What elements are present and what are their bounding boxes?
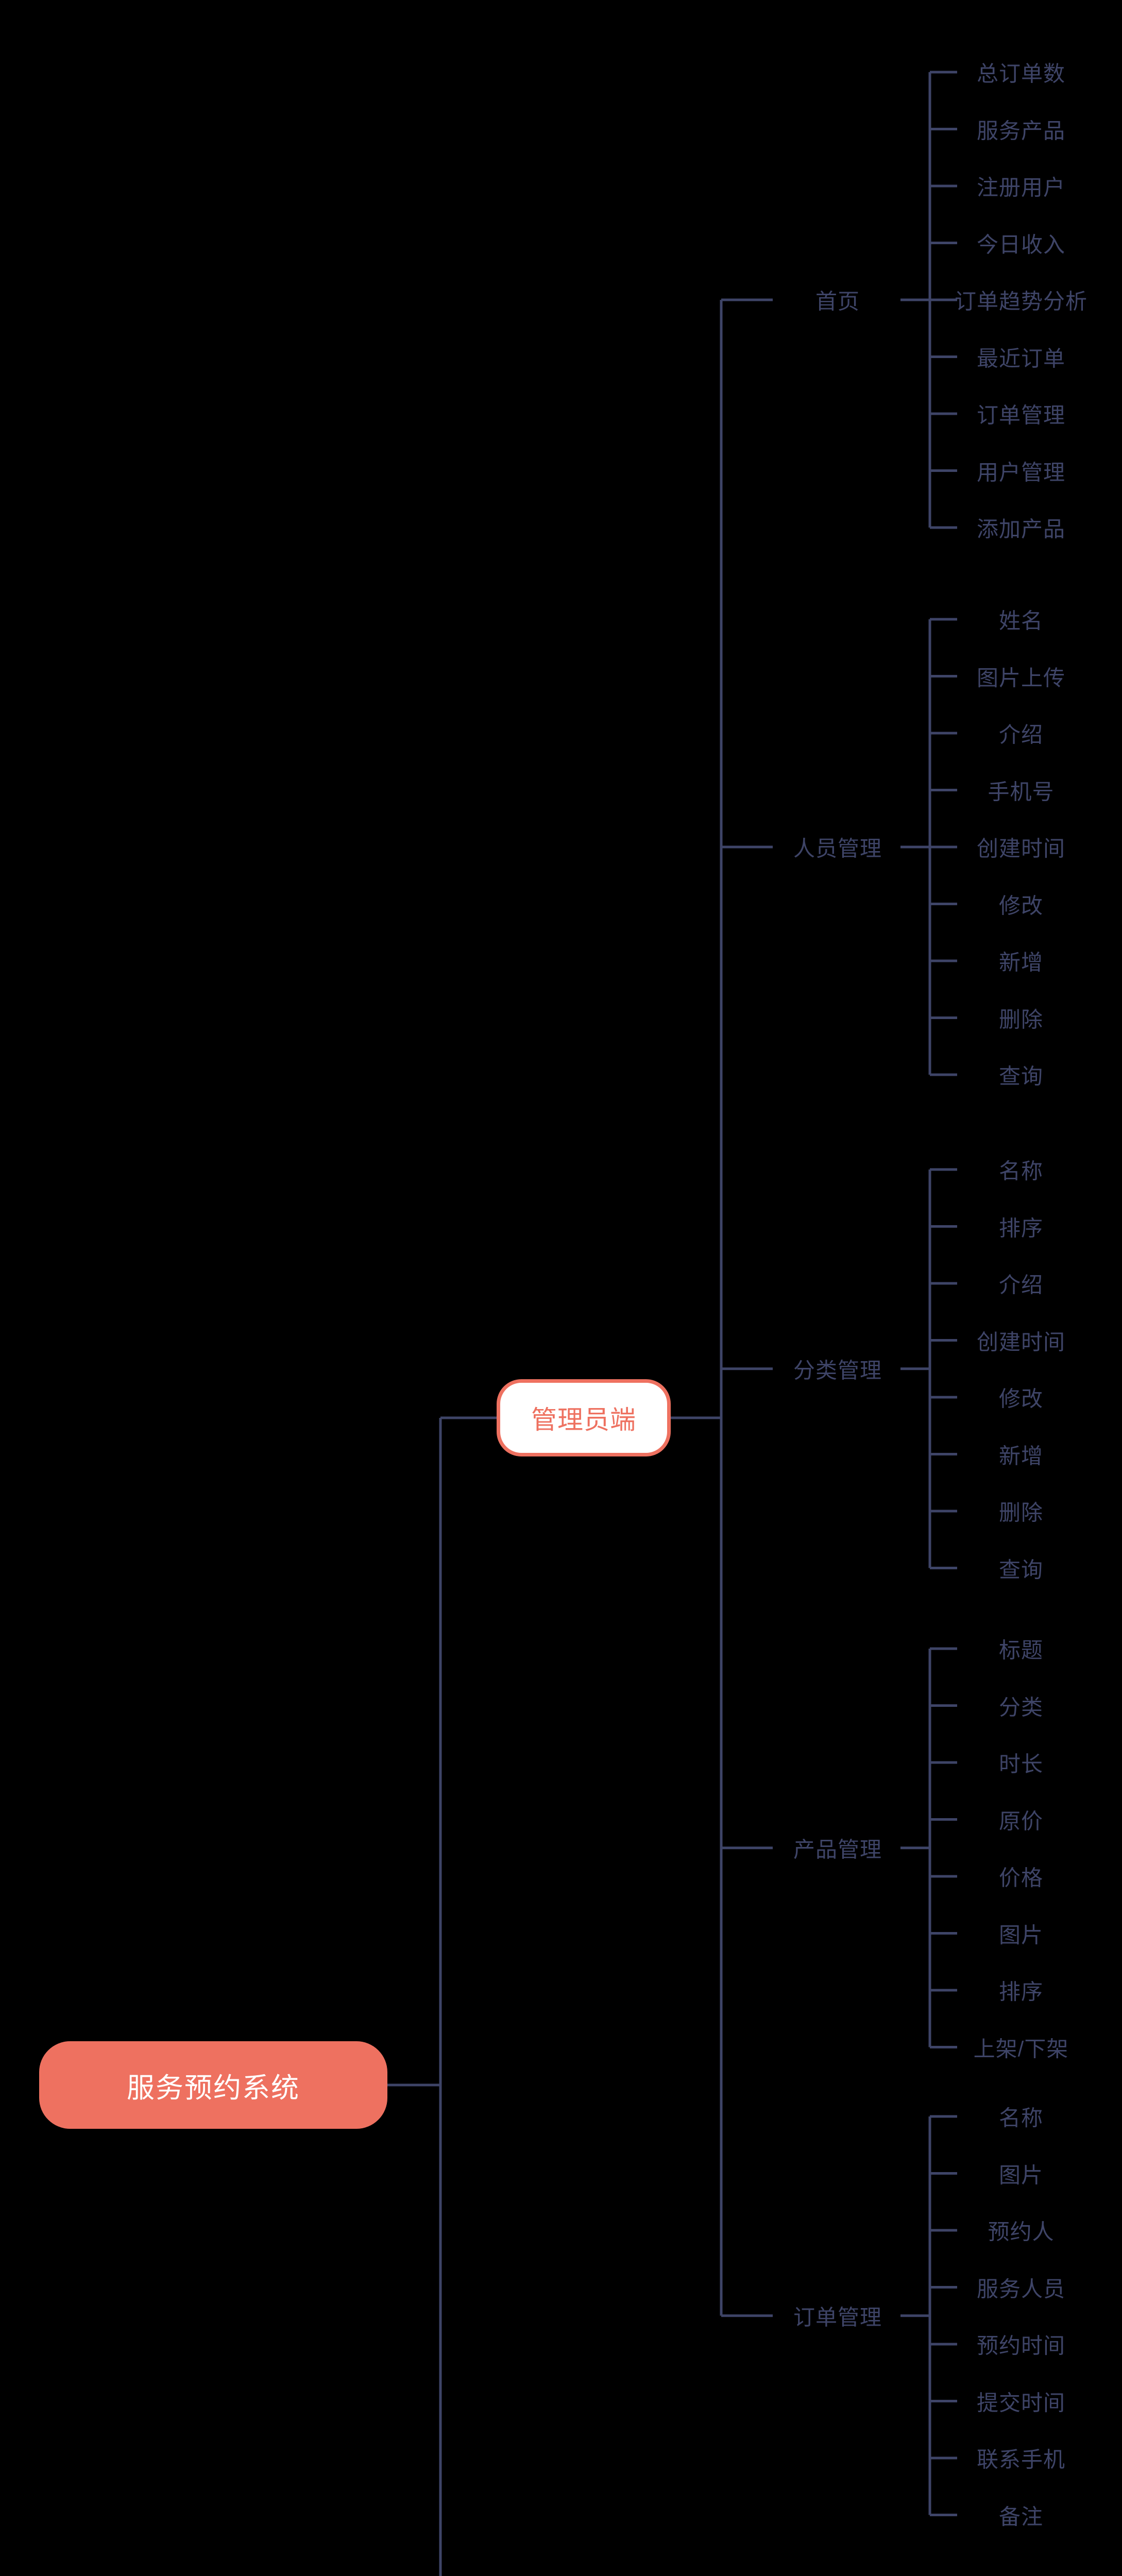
leaf-node[interactable]: 用户管理 bbox=[976, 460, 1066, 484]
leaf-node[interactable]: 修改 bbox=[998, 893, 1044, 918]
leaf-node[interactable]: 预约时间 bbox=[976, 2333, 1066, 2358]
leaf-node[interactable]: 添加产品 bbox=[976, 517, 1066, 541]
leaf-node[interactable]: 查询 bbox=[998, 1064, 1044, 1089]
leaf-node[interactable]: 分类 bbox=[998, 1695, 1044, 1719]
leaf-node[interactable]: 新增 bbox=[998, 950, 1044, 975]
leaf-node[interactable]: 新增 bbox=[998, 1444, 1044, 1468]
leaf-node[interactable]: 备注 bbox=[998, 2504, 1044, 2529]
leaf-node[interactable]: 今日收入 bbox=[976, 232, 1066, 257]
leaf-node[interactable]: 创建时间 bbox=[976, 836, 1066, 861]
leaf-node[interactable]: 查询 bbox=[998, 1557, 1044, 1582]
branch-node[interactable]: 分类管理 bbox=[793, 1358, 882, 1383]
leaf-node[interactable]: 订单管理 bbox=[976, 403, 1066, 428]
leaf-node[interactable]: 服务产品 bbox=[976, 118, 1066, 143]
leaf-node[interactable]: 总订单数 bbox=[976, 61, 1066, 86]
leaf-node[interactable]: 注册用户 bbox=[976, 175, 1066, 200]
leaf-node[interactable]: 价格 bbox=[998, 1866, 1044, 1890]
leaf-node[interactable]: 创建时间 bbox=[976, 1330, 1066, 1354]
leaf-node[interactable]: 名称 bbox=[998, 1159, 1044, 1183]
leaf-node[interactable]: 订单趋势分析 bbox=[954, 289, 1088, 314]
leaf-node[interactable]: 删除 bbox=[998, 1007, 1044, 1031]
leaf-node[interactable]: 时长 bbox=[998, 1752, 1044, 1776]
branch-node[interactable]: 订单管理 bbox=[793, 2305, 882, 2330]
leaf-node[interactable]: 排序 bbox=[998, 1216, 1044, 1240]
leaf-node[interactable]: 图片 bbox=[998, 1923, 1044, 1947]
branch-node[interactable]: 产品管理 bbox=[793, 1837, 882, 1862]
leaf-node[interactable]: 介绍 bbox=[998, 722, 1044, 747]
branch-node[interactable]: 人员管理 bbox=[793, 836, 882, 861]
leaf-node[interactable]: 预约人 bbox=[988, 2219, 1055, 2244]
leaf-node[interactable]: 排序 bbox=[998, 1979, 1044, 2004]
leaf-node[interactable]: 名称 bbox=[998, 2106, 1044, 2130]
leaf-node[interactable]: 姓名 bbox=[998, 608, 1044, 633]
leaf-node[interactable]: 原价 bbox=[998, 1809, 1044, 1833]
leaf-node[interactable]: 修改 bbox=[998, 1386, 1044, 1411]
leaf-node[interactable]: 图片上传 bbox=[976, 666, 1066, 690]
leaf-node[interactable]: 图片 bbox=[998, 2163, 1044, 2187]
leaf-node[interactable]: 服务人员 bbox=[976, 2277, 1066, 2301]
leaf-node[interactable]: 上架/下架 bbox=[973, 2037, 1069, 2061]
branch-node[interactable]: 首页 bbox=[815, 289, 860, 314]
leaf-node[interactable]: 提交时间 bbox=[976, 2391, 1066, 2415]
leaf-node[interactable]: 标题 bbox=[999, 2572, 1043, 2576]
leaf-node[interactable]: 联系手机 bbox=[976, 2447, 1066, 2472]
side-node[interactable]: 管理员端 bbox=[497, 1379, 671, 1456]
leaf-node[interactable]: 手机号 bbox=[988, 779, 1055, 804]
leaf-node[interactable]: 标题 bbox=[998, 1638, 1044, 1663]
leaf-node[interactable]: 删除 bbox=[998, 1500, 1044, 1525]
root-node[interactable]: 服务预约系统 bbox=[39, 2041, 387, 2129]
leaf-node[interactable]: 介绍 bbox=[998, 1273, 1044, 1297]
leaf-node[interactable]: 最近订单 bbox=[976, 346, 1066, 370]
